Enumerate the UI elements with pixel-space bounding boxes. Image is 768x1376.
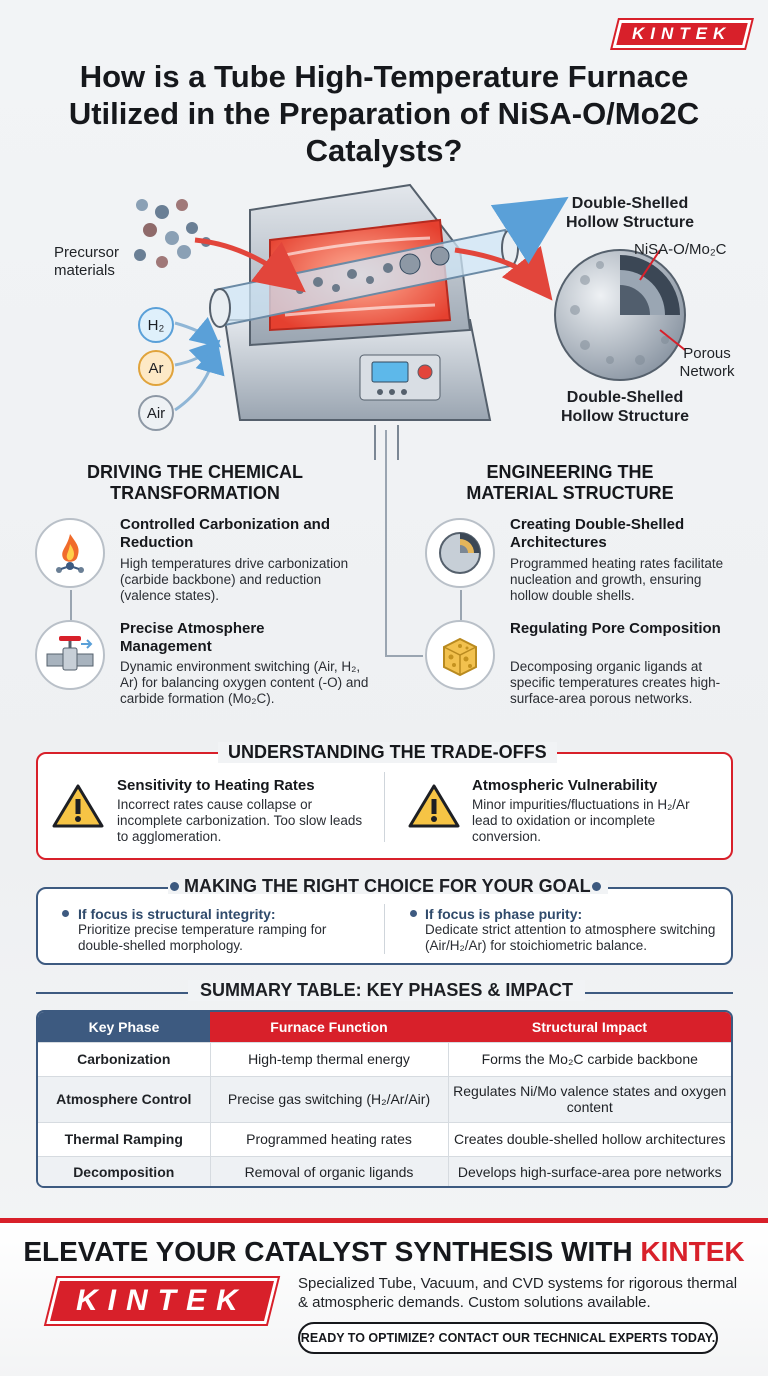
left-section-heading: DRIVING THE CHEMICAL TRANSFORMATION <box>87 462 303 503</box>
choice-2-text: Dedicate strict attention to atmosphere … <box>425 922 716 953</box>
column-header: Furnace Function <box>210 1012 448 1042</box>
table-cell: Atmosphere Control <box>38 1075 211 1122</box>
furnace-illustration <box>134 183 686 460</box>
precursor-arrow <box>194 237 306 293</box>
warning-icon <box>52 784 104 828</box>
choice-1-text: Prioritize precise temperature ramping f… <box>78 922 327 953</box>
table-cell: Develops high-surface-area pore networks <box>448 1155 731 1186</box>
double-shell-icon <box>425 518 495 588</box>
right-item-1-text: Programmed heating rates facilitate nucl… <box>510 556 724 603</box>
choice-2-title: If focus is phase purity: <box>425 906 583 922</box>
table-cell: Forms the Mo₂C carbide backbone <box>448 1041 731 1076</box>
table-row: Carbonization High-temp thermal energy F… <box>38 1041 731 1076</box>
table-cell: High-temp thermal energy <box>210 1041 449 1076</box>
left-item-2-text: Dynamic environment switching (Air, H₂, … <box>120 659 369 706</box>
table-cell: Creates double-shelled hollow architectu… <box>448 1121 731 1156</box>
tradeoff-1-title: Sensitivity to Heating Rates <box>117 777 315 794</box>
summary-table: Key Phase Furnace Function Structural Im… <box>36 1010 733 1188</box>
table-cell: Removal of organic ligands <box>210 1155 449 1186</box>
tradeoff-2-text: Minor impurities/fluctuations in H₂/Ar l… <box>472 797 690 844</box>
column-header: Structural Impact <box>448 1012 731 1042</box>
porous-label: Porous Network <box>679 345 735 380</box>
table-cell: Carbonization <box>38 1041 211 1076</box>
gas-air: Air <box>138 395 174 431</box>
gas-ar: Ar <box>138 350 174 386</box>
logo-text: KINTEK <box>632 24 732 43</box>
right-item-2-title: Regulating Pore Composition <box>510 620 721 637</box>
kintek-logo[interactable]: KINTEK <box>44 1276 280 1326</box>
footer-text: Specialized Tube, Vacuum, and CVD system… <box>298 1275 738 1311</box>
precursor-particles <box>134 199 211 268</box>
catalyst-label: NiSA-O/Mo₂C <box>634 241 727 258</box>
left-item-1-text: High temperatures drive carbonization (c… <box>120 556 349 603</box>
contact-button[interactable]: READY TO OPTIMIZE? CONTACT OUR TECHNICAL… <box>298 1322 718 1354</box>
table-row: Thermal Ramping Programmed heating rates… <box>38 1121 731 1156</box>
table-cell: Regulates Ni/Mo valence states and oxyge… <box>448 1075 731 1122</box>
porous-cube-icon <box>425 620 495 690</box>
footer-title-brand: KINTEK <box>640 1236 745 1267</box>
choice-heading: MAKING THE RIGHT CHOICE FOR YOUR GOAL <box>184 876 591 896</box>
exhaust-arrow <box>490 196 569 265</box>
table-cell: Thermal Ramping <box>38 1121 211 1156</box>
right-item-2-text: Decomposing organic ligands at specific … <box>510 659 721 706</box>
valve-pipe-icon <box>35 620 105 690</box>
tradeoff-2-title: Atmospheric Vulnerability <box>472 777 658 794</box>
output-label-top: Double-Shelled Hollow Structure <box>565 195 694 231</box>
footer-title-prefix: ELEVATE YOUR CATALYST SYNTHESIS WITH <box>23 1236 641 1267</box>
footer-title: ELEVATE YOUR CATALYST SYNTHESIS WITH KIN… <box>20 1236 748 1268</box>
kintek-logo[interactable]: KINTEK <box>610 18 754 50</box>
logo-text: KINTEK <box>76 1284 248 1317</box>
footer-divider <box>0 1218 768 1223</box>
column-header: Key Phase <box>38 1012 210 1042</box>
table-cell: Programmed heating rates <box>210 1121 449 1156</box>
catalyst-sphere <box>554 249 686 381</box>
choice-1-title: If focus is structural integrity: <box>78 906 276 922</box>
table-cell: Precise gas switching (H₂/Ar/Air) <box>210 1075 449 1122</box>
right-item-1-title: Creating Double-Shelled Architectures <box>510 516 685 551</box>
precursor-label: Precursor materials <box>54 244 120 279</box>
page-title: How is a Tube High-Temperature Furnace U… <box>68 59 700 168</box>
tradeoffs-heading: UNDERSTANDING THE TRADE-OFFS <box>218 742 557 763</box>
table-row: Atmosphere Control Precise gas switching… <box>38 1075 731 1122</box>
power-knob <box>417 364 433 380</box>
summary-heading: SUMMARY TABLE: KEY PHASES & IMPACT <box>188 980 586 1001</box>
display-screen <box>371 361 409 383</box>
table-row: Decomposition Removal of organic ligands… <box>38 1155 731 1186</box>
gas-h2: H₂ <box>138 307 174 343</box>
output-label-bottom: Double-Shelled Hollow Structure <box>560 389 689 425</box>
left-item-2-title: Precise Atmosphere Management <box>120 620 265 655</box>
flame-molecule-icon <box>35 518 105 588</box>
left-item-1-title: Controlled Carbonization and Reduction <box>120 516 330 551</box>
warning-icon <box>408 784 460 828</box>
tradeoff-1-text: Incorrect rates cause collapse or incomp… <box>117 797 363 844</box>
table-cell: Decomposition <box>38 1155 211 1186</box>
right-section-heading: ENGINEERING THE MATERIAL STRUCTURE <box>466 462 674 503</box>
